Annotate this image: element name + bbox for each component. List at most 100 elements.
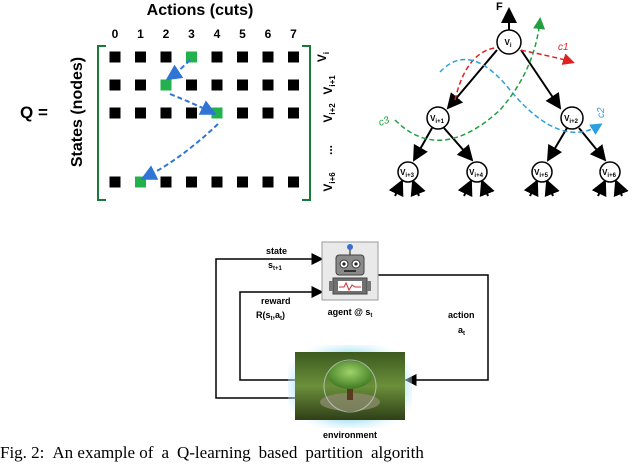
action-column-label: 0 — [112, 27, 119, 41]
q-cell — [160, 107, 172, 119]
q-matrix-cells — [109, 51, 299, 188]
transition-arrow-3 — [140, 123, 219, 180]
state-row-label: ... — [321, 145, 335, 155]
q-cell — [288, 107, 299, 119]
q-cell — [109, 107, 121, 119]
action-column-label: 5 — [239, 27, 246, 41]
q-cell — [135, 79, 146, 91]
q-cell — [262, 176, 274, 188]
q-cell — [237, 176, 248, 188]
q-cell — [160, 176, 172, 188]
state-row-label: Vi+6 — [321, 172, 337, 192]
state-row-label: Vi — [315, 52, 331, 62]
action-column-label: 4 — [214, 27, 221, 41]
tree-node-label: Vi — [504, 38, 511, 49]
q-cell — [160, 51, 172, 63]
cut-c1-arc — [454, 46, 575, 101]
q-cell — [109, 176, 121, 188]
q-cell — [135, 107, 146, 119]
state-row-label: Vi+2 — [321, 103, 337, 123]
q-cell — [186, 107, 197, 119]
caption-word: An example of — [52, 443, 154, 462]
action-column-label: 7 — [290, 27, 297, 41]
q-cell — [288, 176, 299, 188]
caption-word: a — [161, 443, 169, 462]
q-cell — [262, 107, 274, 119]
loop-connectors — [215, 253, 489, 399]
action-column-label: 6 — [265, 27, 272, 41]
q-equation-label: Q = — [20, 103, 48, 122]
cut-c3-label: c3 — [377, 115, 391, 129]
action-column-label: 3 — [188, 27, 195, 41]
matrix-left-bracket — [97, 45, 106, 201]
tree-node-rl: Vi+5 — [531, 161, 553, 183]
environment-label: environment — [323, 430, 377, 440]
q-cell — [109, 79, 121, 91]
caption-word: Q-learning — [176, 443, 251, 462]
rl-loop-panel: agent @ st state st+1 reward R(st,at) ac… — [215, 241, 489, 440]
action-column-label: 2 — [163, 27, 170, 41]
q-matrix-panel: Q = States (nodes) Actions (cuts) 0 1 2 3 4 5… — [20, 2, 337, 201]
caption-word: based — [258, 443, 298, 462]
cut-c1-label: c1 — [558, 42, 569, 53]
state-label: state — [266, 246, 287, 256]
q-cell-selected — [135, 176, 146, 188]
tree-in-globe-icon — [320, 359, 380, 413]
tree-node-left: Vi+1 — [426, 106, 450, 130]
caption-word: algorith — [370, 443, 424, 462]
tree-node-lr: Vi+4 — [466, 161, 488, 183]
states-axis-label: States (nodes) — [69, 57, 86, 167]
tree-node-label: Vi+5 — [534, 168, 549, 179]
agent: agent @ st — [321, 241, 379, 319]
q-cell — [237, 79, 248, 91]
q-cell-selected — [211, 107, 223, 119]
tree-node-label: Vi+6 — [602, 168, 617, 179]
cut-c2-arc — [439, 58, 603, 135]
q-cell — [135, 51, 146, 63]
action-label: action — [448, 310, 475, 320]
q-cell — [288, 79, 299, 91]
figure-canvas: Q = States (nodes) Actions (cuts) 0 1 2 3 4 5… — [20, 1, 629, 440]
q-cell — [237, 51, 248, 63]
q-cell — [288, 51, 299, 63]
tree-node-label: Vi+2 — [564, 114, 579, 125]
tree-node-label: Vi+4 — [469, 168, 484, 179]
q-cell — [109, 51, 121, 63]
q-cell-selected — [186, 51, 197, 63]
state-row-label: Vi+1 — [321, 75, 337, 95]
tree-node-label: Vi+3 — [400, 168, 415, 179]
tree-edges — [388, 49, 629, 198]
reward-label: reward — [261, 296, 291, 306]
action-value: at — [458, 325, 465, 337]
q-cell — [186, 79, 197, 91]
transition-arrow-1 — [165, 59, 191, 81]
action-column-labels: 0 1 2 3 4 5 6 7 — [112, 27, 298, 41]
actions-axis-label: Actions (cuts) — [147, 2, 254, 19]
q-cell — [211, 176, 223, 188]
tree-node-label: Vi+1 — [430, 114, 445, 125]
reward-value: R(st,at) — [256, 310, 285, 322]
tree-node-right: Vi+2 — [560, 106, 584, 130]
action-column-label: 1 — [137, 27, 144, 41]
q-cell — [262, 79, 274, 91]
q-cell — [211, 79, 223, 91]
tree-node-rr: Vi+6 — [599, 161, 621, 183]
transition-arrow-2 — [169, 93, 217, 115]
cut-c3-arc — [394, 17, 546, 141]
environment: environment — [288, 345, 412, 440]
figure-caption: Fig. 2: An example of a Q-learning based part… — [0, 441, 640, 465]
q-cell-selected — [160, 79, 172, 91]
q-cell — [211, 51, 223, 63]
q-cell — [237, 107, 248, 119]
caption-word: Fig. 2: — [0, 443, 45, 462]
state-value: st+1 — [268, 260, 283, 272]
agent-label: agent @ st — [328, 307, 373, 319]
caption-word: partition — [305, 443, 363, 462]
tree-node-root: Vi — [496, 29, 522, 55]
cut-c2-label: c2 — [596, 107, 607, 118]
matrix-right-bracket — [302, 45, 311, 201]
root-output-label: F — [496, 1, 503, 13]
